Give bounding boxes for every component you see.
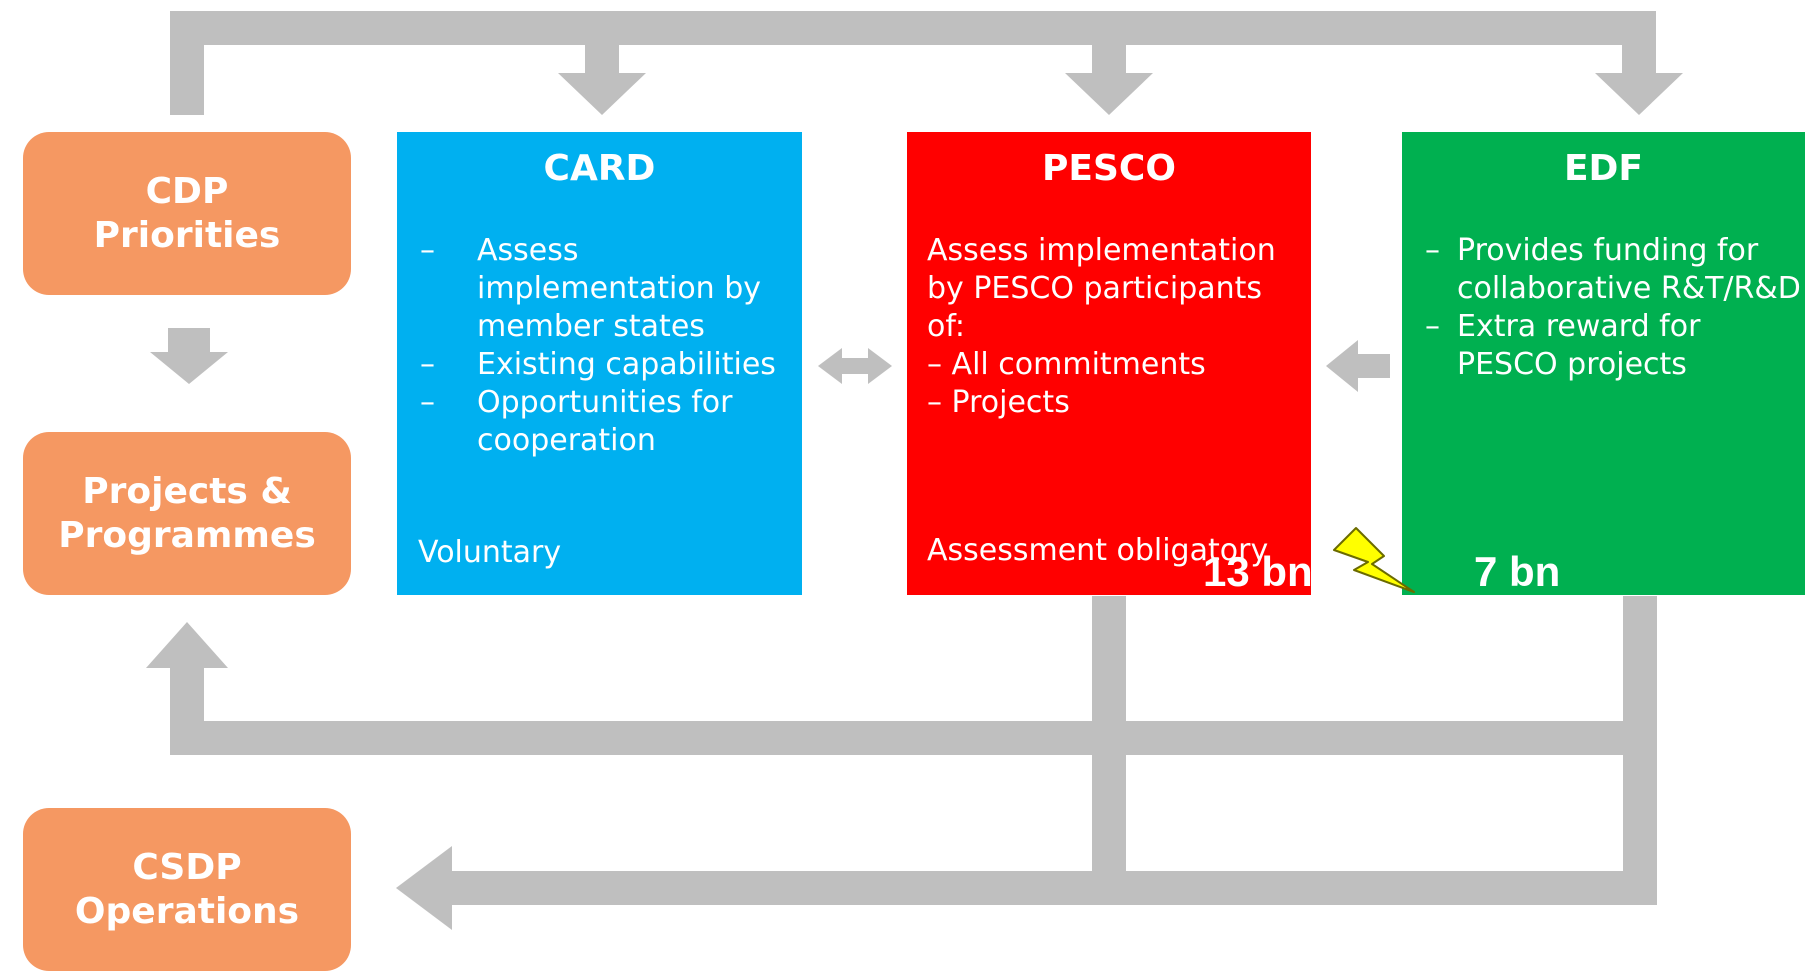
pesco-item-text: All commitments bbox=[951, 347, 1206, 382]
csdp-operations-box: CSDP Operations bbox=[23, 808, 351, 971]
arrow-up-to-projects-icon bbox=[146, 622, 228, 668]
return-pipe-horizontal bbox=[170, 721, 1657, 755]
pesco-item-commitments: – All commitments bbox=[927, 346, 1305, 384]
edf-item-text: Extra reward for PESCO projects bbox=[1457, 309, 1701, 382]
dash-bullet-icon: – bbox=[927, 385, 952, 420]
arrow-down-cdp-to-projects-icon bbox=[150, 328, 228, 384]
edf-title: EDF bbox=[1563, 148, 1644, 189]
card-note: Voluntary bbox=[418, 535, 562, 570]
pesco-body: Assess implementation by PESCO participa… bbox=[927, 232, 1305, 422]
card-title: CARD bbox=[543, 148, 656, 189]
pesco-panel: PESCO Assess implementation by PESCO par… bbox=[907, 132, 1311, 595]
dash-bullet-icon: – bbox=[420, 233, 435, 268]
card-panel: CARD – Assess implementation by member s… bbox=[397, 132, 802, 595]
dash-bullet-icon: – bbox=[1425, 309, 1440, 344]
edf-item-funding: – Provides funding for collaborative R&T… bbox=[1425, 232, 1802, 308]
operations-pipe bbox=[450, 871, 1657, 905]
pesco-item-text: Projects bbox=[951, 385, 1070, 420]
projects-programmes-box: Projects & Programmes bbox=[23, 432, 351, 595]
card-item-text: Assess implementation by member states bbox=[477, 233, 762, 344]
card-item-opportunities: – Opportunities for cooperation bbox=[420, 384, 792, 460]
top-pipe-left-riser bbox=[170, 11, 204, 115]
pesco-item-projects: – Projects bbox=[927, 384, 1305, 422]
dash-bullet-icon: – bbox=[1425, 233, 1440, 268]
arrow-down-to-edf-icon bbox=[1595, 11, 1683, 115]
card-item-text: Opportunities for cooperation bbox=[477, 385, 733, 458]
pesco-note: Assessment obligatory bbox=[927, 533, 1269, 568]
card-item-text: Existing capabilities bbox=[477, 347, 776, 382]
pesco-title: PESCO bbox=[1042, 148, 1176, 189]
edf-list: – Provides funding for collaborative R&T… bbox=[1425, 232, 1802, 384]
top-pipe bbox=[170, 11, 1655, 45]
lightning-bolt-icon bbox=[1333, 527, 1415, 593]
edf-item-text: Provides funding for collaborative R&T/R… bbox=[1457, 233, 1801, 306]
arrow-down-to-card-icon bbox=[558, 11, 646, 115]
card-list: – Assess implementation by member states… bbox=[420, 232, 792, 460]
pesco-intro: Assess implementation by PESCO participa… bbox=[927, 233, 1276, 344]
arrow-down-to-pesco-icon bbox=[1065, 11, 1153, 115]
edf-amount-label: 7 bn bbox=[1474, 548, 1561, 595]
card-item-existing: – Existing capabilities bbox=[420, 346, 792, 384]
pesco-amount-label: 13 bn bbox=[1203, 548, 1313, 595]
edf-panel: EDF – Provides funding for collaborative… bbox=[1402, 132, 1805, 595]
arrow-left-edf-to-pesco-icon bbox=[1326, 340, 1390, 392]
return-pipe-left-riser bbox=[170, 668, 204, 755]
pesco-riser bbox=[1092, 596, 1126, 904]
edf-item-reward: – Extra reward for PESCO projects bbox=[1425, 308, 1802, 384]
edf-riser bbox=[1623, 596, 1657, 904]
double-arrow-card-pesco-icon bbox=[818, 348, 892, 384]
dash-bullet-icon: – bbox=[927, 347, 952, 382]
cdp-priorities-box: CDP Priorities bbox=[23, 132, 351, 295]
arrow-left-to-operations-icon bbox=[396, 846, 452, 930]
card-item-assess: – Assess implementation by member states bbox=[420, 232, 792, 346]
dash-bullet-icon: – bbox=[420, 347, 435, 382]
dash-bullet-icon: – bbox=[420, 385, 435, 420]
